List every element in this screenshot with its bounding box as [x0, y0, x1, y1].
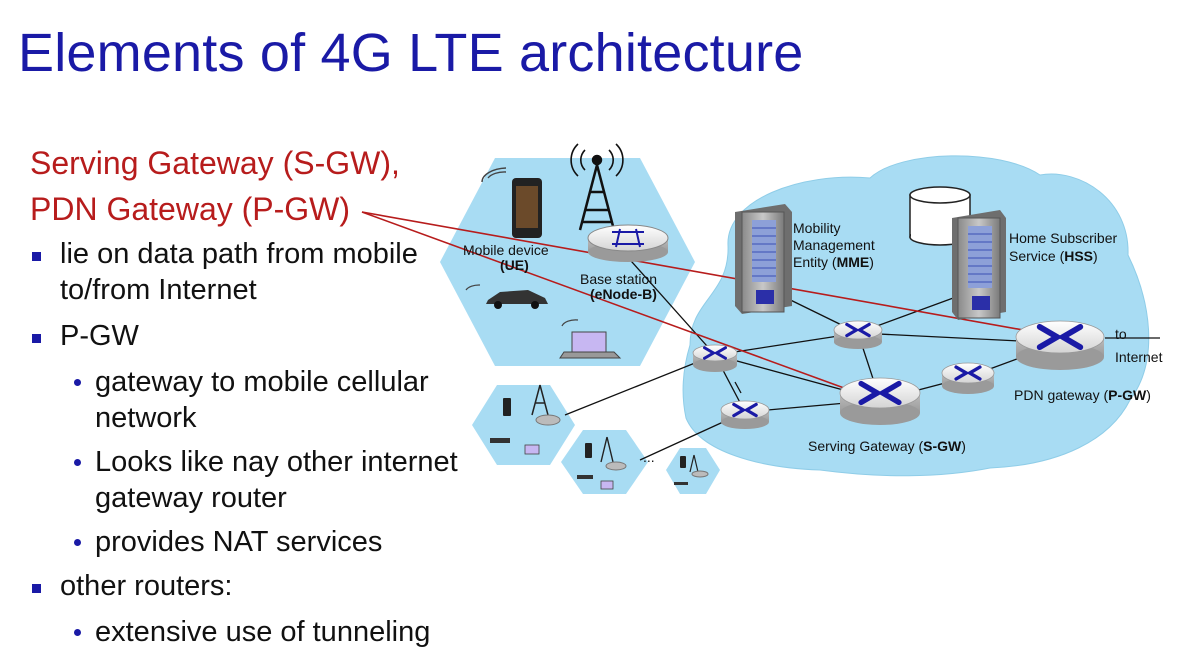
smartphone-icon — [481, 167, 542, 238]
mobile-device-label: Mobile device — [463, 242, 549, 258]
serving-gateway-label: Serving Gateway (S-GW) — [808, 438, 966, 454]
hss-server-icon — [952, 210, 1006, 320]
subtitle-line-1: Serving Gateway (S-GW), — [30, 145, 400, 181]
mme-label-line-2: Management — [793, 237, 875, 253]
subtitle-line-2: PDN Gateway (P-GW) — [30, 191, 351, 227]
bullet-pgw: P-GW — [30, 318, 460, 354]
pdn-gateway-label: PDN gateway (P-GW) — [1014, 387, 1151, 403]
router-bottom-left-icon — [720, 400, 770, 429]
radio-cell-main — [440, 158, 695, 366]
router-right-icon — [941, 362, 995, 394]
ue-label: (UE) — [500, 257, 529, 273]
internet-label: Internet — [1115, 349, 1163, 365]
enodeb-label: (eNode-B) — [590, 286, 657, 302]
small-cell-devices — [490, 384, 709, 490]
mme-server-icon — [735, 204, 792, 314]
mme-label-line-1: Mobility — [793, 220, 840, 236]
bullet-data-path: lie on data path from mobile to/from Int… — [30, 236, 460, 308]
mme-label-line-3: Entity (MME) — [793, 254, 874, 270]
sub-bullet-gateway: gateway to mobile cellular network — [30, 364, 460, 436]
radio-cell-small-1 — [472, 385, 575, 465]
ellipsis-label: ... — [643, 449, 655, 465]
car-icon — [465, 284, 548, 309]
subtitle: Serving Gateway (S-GW), PDN Gateway (P-G… — [30, 140, 400, 232]
to-label: to — [1115, 326, 1127, 342]
bullet-other-routers: other routers: — [30, 568, 460, 604]
radio-cell-small-3 — [666, 448, 720, 494]
slide-title: Elements of 4G LTE architecture — [18, 23, 804, 83]
pdn-gateway-router-icon — [1015, 320, 1105, 370]
base-station-label: Base station — [580, 271, 657, 287]
sub-bullet-looks-like: Looks like nay other internet gateway ro… — [30, 444, 460, 516]
router-left-icon — [692, 344, 738, 372]
core-network-cloud — [682, 155, 1150, 477]
router-center-icon — [833, 320, 883, 349]
serving-gateway-router-icon — [839, 377, 921, 425]
sub-bullet-tunneling: extensive use of tunneling — [30, 614, 460, 650]
hss-label-line-2: Service (HSS) — [1009, 248, 1098, 264]
sub-bullet-nat: provides NAT services — [30, 524, 460, 560]
base-station-router-icon — [587, 224, 669, 262]
callout-lines — [361, 211, 1041, 393]
laptop-icon — [559, 319, 622, 359]
hss-label-line-1: Home Subscriber — [1009, 230, 1117, 246]
bullet-list: lie on data path from mobile to/from Int… — [30, 236, 460, 658]
antenna-tower-icon — [570, 143, 624, 231]
